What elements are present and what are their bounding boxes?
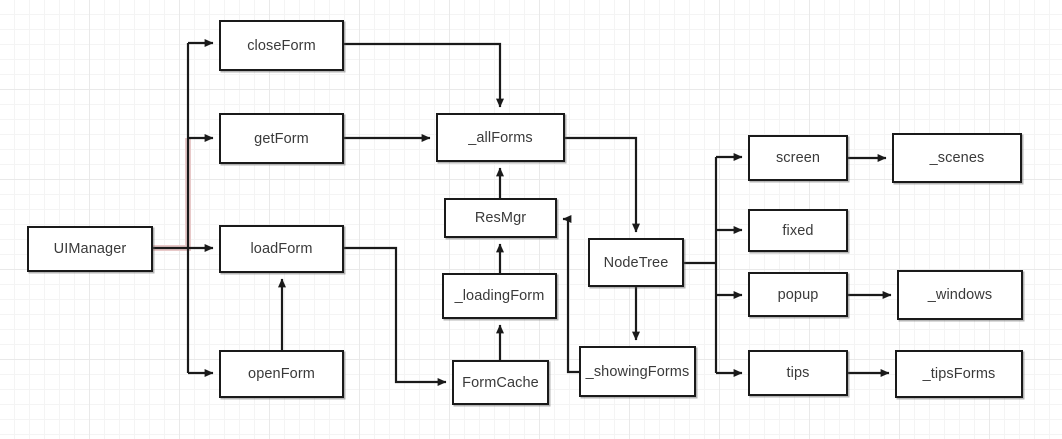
node-allforms[interactable]: _allForms: [436, 113, 565, 162]
node-label: _tipsForms: [922, 366, 996, 382]
edge-closeform-to-allforms[interactable]: [344, 42, 504, 108]
edge-loadform-to-formcache[interactable]: [344, 246, 447, 386]
node-resmgr[interactable]: ResMgr: [444, 198, 557, 238]
node-label: UIManager: [53, 241, 127, 257]
node-label: NodeTree: [603, 254, 669, 271]
node-uimanager[interactable]: UIManager: [27, 226, 153, 272]
node-label: FormCache: [462, 374, 539, 391]
node-tipsforms[interactable]: _tipsForms: [895, 350, 1023, 398]
node-windows[interactable]: _windows: [897, 270, 1023, 320]
node-popup[interactable]: popup: [748, 272, 848, 317]
node-openform[interactable]: openForm: [219, 350, 344, 398]
node-label: _windows: [927, 287, 993, 303]
node-closeform[interactable]: closeForm: [219, 20, 344, 71]
node-label: _scenes: [929, 150, 985, 166]
node-label: loadForm: [250, 241, 313, 257]
edge-allforms-to-nodetree[interactable]: [565, 136, 640, 233]
node-loadform[interactable]: loadForm: [219, 225, 344, 273]
node-label: ResMgr: [474, 210, 527, 226]
node-scenes[interactable]: _scenes: [892, 133, 1022, 183]
node-label: popup: [777, 286, 819, 303]
node-label: closeForm: [247, 37, 316, 54]
node-label: _allForms: [468, 129, 533, 146]
node-loadingform[interactable]: _loadingForm: [442, 273, 557, 319]
edge-showingforms-to-resmgr[interactable]: [562, 215, 579, 374]
node-label: _showingForms: [585, 363, 690, 380]
node-screen[interactable]: screen: [748, 135, 848, 181]
node-label: getForm: [254, 130, 309, 147]
node-nodetree[interactable]: NodeTree: [588, 238, 684, 287]
node-label: fixed: [782, 222, 814, 239]
node-formcache[interactable]: FormCache: [452, 360, 549, 405]
node-label: openForm: [248, 366, 315, 382]
node-getform[interactable]: getForm: [219, 113, 344, 164]
node-label: _loadingForm: [454, 288, 545, 304]
edge-highlight-halo: [153, 138, 191, 251]
node-tips[interactable]: tips: [748, 350, 848, 396]
node-showingforms[interactable]: _showingForms: [579, 346, 696, 397]
node-fixed[interactable]: fixed: [748, 209, 848, 252]
node-label: screen: [775, 150, 821, 166]
node-label: tips: [786, 365, 810, 381]
